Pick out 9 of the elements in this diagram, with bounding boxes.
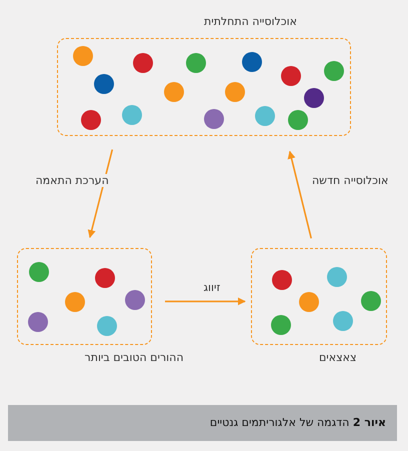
edge-label: הערכת התאמה xyxy=(34,174,110,186)
heading: ההורים הטובים ביותר xyxy=(84,351,184,364)
edge-label: אוכלוסייה חדשה xyxy=(311,174,390,186)
arrow xyxy=(288,150,312,238)
heading: צאצאים xyxy=(319,351,357,364)
arrow xyxy=(165,297,246,306)
heading: אוכלוסייה התחלתית xyxy=(204,15,297,28)
caption: איור 2 הדגמה של אלגוריתמים גנטיים xyxy=(210,416,386,430)
arrow xyxy=(88,149,114,238)
